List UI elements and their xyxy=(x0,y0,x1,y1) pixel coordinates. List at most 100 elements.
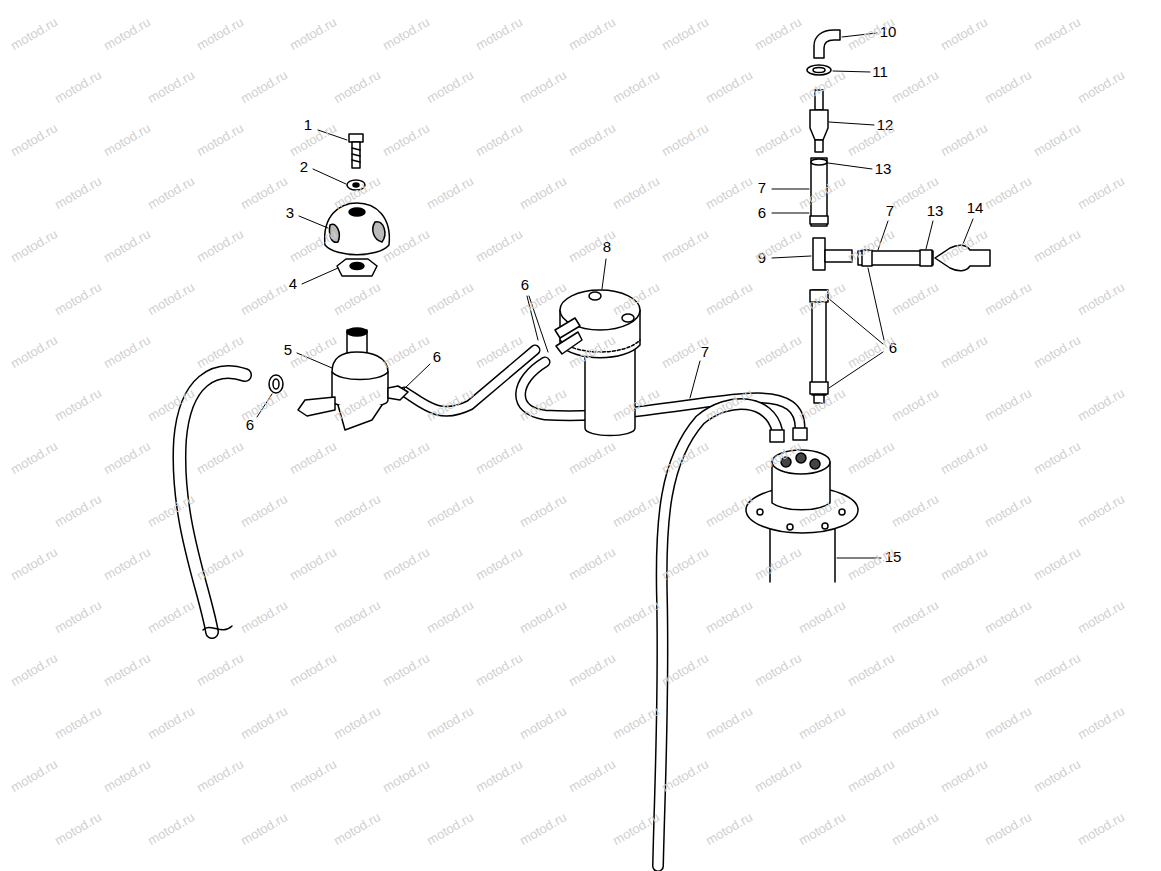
watermark: motod.ru xyxy=(52,597,104,636)
callout-number: 4 xyxy=(288,276,298,292)
watermark: motod.ru xyxy=(238,703,290,742)
watermark: motod.ru xyxy=(703,67,755,106)
watermark: motod.ru xyxy=(1075,67,1127,106)
callout-number: 2 xyxy=(299,159,309,175)
watermark: motod.ru xyxy=(1031,332,1083,371)
watermark: motod.ru xyxy=(238,385,290,424)
watermark: motod.ru xyxy=(473,438,525,477)
watermark: motod.ru xyxy=(938,756,990,795)
watermark: motod.ru xyxy=(752,650,804,689)
watermark: motod.ru xyxy=(380,332,432,371)
watermark: motod.ru xyxy=(845,438,897,477)
watermark: motod.ru xyxy=(982,703,1034,742)
watermark: motod.ru xyxy=(52,809,104,848)
watermark: motod.ru xyxy=(238,491,290,530)
watermark: motod.ru xyxy=(1031,14,1083,53)
watermark: motod.ru xyxy=(238,809,290,848)
watermark: motod.ru xyxy=(8,14,60,53)
watermark: motod.ru xyxy=(889,385,941,424)
callout-number: 3 xyxy=(285,205,295,221)
watermark: motod.ru xyxy=(1075,279,1127,318)
watermark: motod.ru xyxy=(194,650,246,689)
watermark: motod.ru xyxy=(424,491,476,530)
watermark: motod.ru xyxy=(424,703,476,742)
watermark: motod.ru xyxy=(517,491,569,530)
callout-number: 6 xyxy=(432,349,442,365)
watermark: motod.ru xyxy=(566,756,618,795)
watermark: motod.ru xyxy=(703,597,755,636)
watermark: motod.ru xyxy=(752,544,804,583)
callout-number: 13 xyxy=(874,161,893,177)
watermark: motod.ru xyxy=(566,14,618,53)
watermark: motod.ru xyxy=(1031,120,1083,159)
watermark: motod.ru xyxy=(194,120,246,159)
watermark: motod.ru xyxy=(8,332,60,371)
knob-cap xyxy=(325,203,390,255)
watermark: motod.ru xyxy=(8,756,60,795)
watermark: motod.ru xyxy=(889,279,941,318)
watermark: motod.ru xyxy=(1031,438,1083,477)
watermark: motod.ru xyxy=(238,173,290,212)
callout-number: 6 xyxy=(757,205,767,221)
watermark: motod.ru xyxy=(194,226,246,265)
watermark: motod.ru xyxy=(1075,173,1127,212)
watermark: motod.ru xyxy=(1075,809,1127,848)
watermark: motod.ru xyxy=(610,703,662,742)
watermark: motod.ru xyxy=(194,14,246,53)
watermark: motod.ru xyxy=(145,809,197,848)
watermark: motod.ru xyxy=(517,703,569,742)
watermark: motod.ru xyxy=(1075,491,1127,530)
watermark: motod.ru xyxy=(610,597,662,636)
watermark: motod.ru xyxy=(703,703,755,742)
watermark: motod.ru xyxy=(101,438,153,477)
fuel-sender xyxy=(746,428,858,582)
watermark: motod.ru xyxy=(52,67,104,106)
watermark: motod.ru xyxy=(287,756,339,795)
watermark: motod.ru xyxy=(938,544,990,583)
watermark: motod.ru xyxy=(982,173,1034,212)
watermark: motod.ru xyxy=(287,544,339,583)
watermark: motod.ru xyxy=(796,597,848,636)
watermark: motod.ru xyxy=(752,14,804,53)
watermark: motod.ru xyxy=(982,597,1034,636)
watermark: motod.ru xyxy=(424,809,476,848)
watermark: motod.ru xyxy=(145,67,197,106)
watermark: motod.ru xyxy=(238,279,290,318)
watermark: motod.ru xyxy=(331,809,383,848)
watermark: motod.ru xyxy=(331,703,383,742)
watermark: motod.ru xyxy=(1031,650,1083,689)
watermark: motod.ru xyxy=(889,809,941,848)
watermark: motod.ru xyxy=(145,597,197,636)
watermark: motod.ru xyxy=(659,14,711,53)
watermark: motod.ru xyxy=(101,650,153,689)
watermark: motod.ru xyxy=(8,544,60,583)
watermark: motod.ru xyxy=(982,67,1034,106)
watermark: motod.ru xyxy=(610,491,662,530)
watermark: motod.ru xyxy=(331,597,383,636)
watermark: motod.ru xyxy=(517,67,569,106)
watermark: motod.ru xyxy=(1031,756,1083,795)
watermark: motod.ru xyxy=(659,120,711,159)
watermark: motod.ru xyxy=(145,279,197,318)
watermark: motod.ru xyxy=(473,226,525,265)
watermark: motod.ru xyxy=(380,438,432,477)
watermark: motod.ru xyxy=(380,756,432,795)
watermark: motod.ru xyxy=(424,173,476,212)
watermark: motod.ru xyxy=(752,756,804,795)
watermark: motod.ru xyxy=(287,438,339,477)
hoses xyxy=(179,350,800,866)
callout-number: 14 xyxy=(966,200,985,216)
watermark: motod.ru xyxy=(703,279,755,318)
watermark: motod.ru xyxy=(8,650,60,689)
watermark: motod.ru xyxy=(1031,544,1083,583)
watermark: motod.ru xyxy=(703,809,755,848)
watermark: motod.ru xyxy=(331,279,383,318)
watermark: motod.ru xyxy=(8,438,60,477)
watermark: motod.ru xyxy=(473,544,525,583)
watermark: motod.ru xyxy=(752,332,804,371)
watermark: motod.ru xyxy=(566,650,618,689)
bolt xyxy=(349,134,363,168)
watermark: motod.ru xyxy=(194,332,246,371)
watermark: motod.ru xyxy=(473,14,525,53)
watermark: motod.ru xyxy=(331,67,383,106)
